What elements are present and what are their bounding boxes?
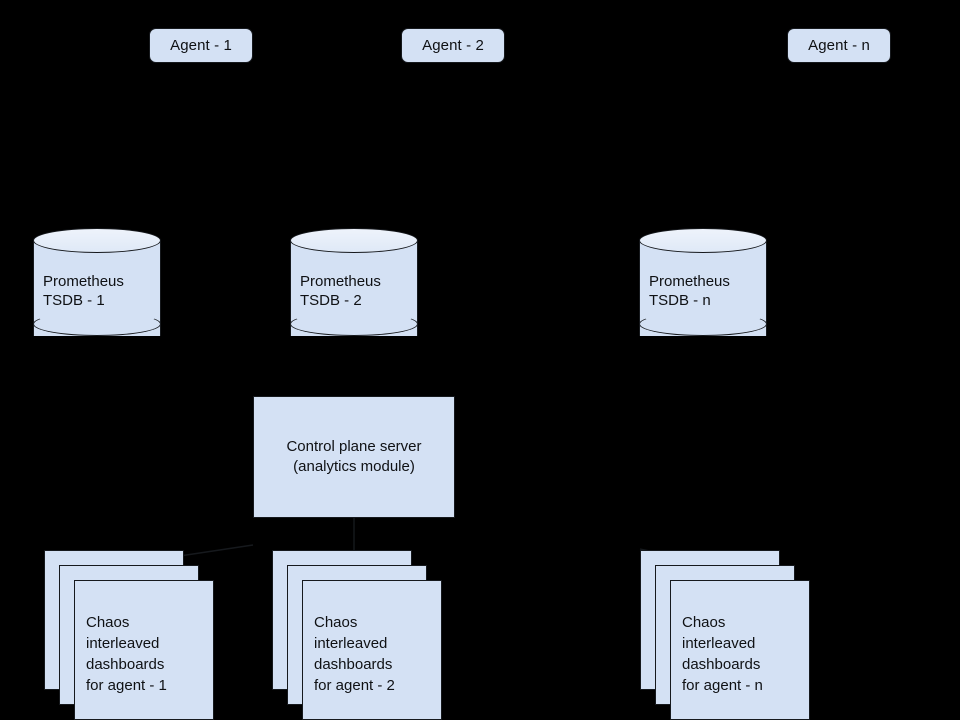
tsdb-label-2: Prometheus TSDB - 2 — [300, 272, 418, 310]
dashboard-stack-n[interactable]: Chaos interleaved dashboards for agent -… — [640, 550, 810, 720]
cylinder-bottom-ellipse — [290, 312, 418, 336]
dashboard-card-front[interactable] — [670, 580, 810, 720]
control-plane-line2: (analytics module) — [293, 458, 415, 475]
control-plane-line1: Control plane server — [286, 438, 422, 455]
cylinder-bottom-ellipse — [33, 312, 161, 336]
dashboard-stack-2[interactable]: Chaos interleaved dashboards for agent -… — [272, 550, 442, 720]
dashboard-card-front[interactable] — [74, 580, 214, 720]
dashboard-label-n: Chaos interleaved dashboards for agent -… — [682, 614, 763, 694]
tsdb-label-2-line1: Prometheus — [300, 273, 381, 290]
cylinder-bottom-ellipse — [639, 312, 767, 336]
control-plane-server-box[interactable]: Control plane server (analytics module) — [253, 396, 455, 518]
cylinder-top-ellipse — [33, 228, 161, 253]
prometheus-tsdb-cylinder-n[interactable]: Prometheus TSDB - n — [639, 228, 767, 348]
cylinder-top-ellipse — [290, 228, 418, 253]
agent-label-2: Agent - 2 — [422, 37, 484, 54]
agent-box-n[interactable]: Agent - n — [787, 28, 891, 63]
edge-agent1-to-tsdb1 — [93, 62, 201, 229]
agent-box-1[interactable]: Agent - 1 — [149, 28, 253, 63]
tsdb-label-1: Prometheus TSDB - 1 — [43, 272, 161, 310]
dashboard-stack-1[interactable]: Chaos interleaved dashboards for agent -… — [44, 550, 214, 720]
tsdb-label-2-line2: TSDB - 2 — [300, 292, 362, 309]
edge-tsdb1-to-control-plane — [96, 348, 348, 395]
prometheus-tsdb-cylinder-2[interactable]: Prometheus TSDB - 2 — [290, 228, 418, 348]
tsdb-label-n: Prometheus TSDB - n — [649, 272, 767, 310]
dashboard-label-2: Chaos interleaved dashboards for agent -… — [314, 614, 395, 694]
edge-tsdbn-to-control-plane — [360, 348, 704, 395]
agent-label-n: Agent - n — [808, 37, 870, 54]
dashboard-label-1: Chaos interleaved dashboards for agent -… — [86, 614, 167, 694]
tsdb-label-n-line1: Prometheus — [649, 273, 730, 290]
edge-agent2-to-tsdb2 — [350, 62, 453, 229]
dashboard-card-front[interactable] — [302, 580, 442, 720]
tsdb-label-1-line2: TSDB - 1 — [43, 292, 105, 309]
prometheus-tsdb-cylinder-1[interactable]: Prometheus TSDB - 1 — [33, 228, 161, 348]
cylinder-top-ellipse — [639, 228, 767, 253]
edge-agentn-to-tsdbn — [699, 62, 839, 229]
tsdb-label-n-line2: TSDB - n — [649, 292, 711, 309]
agent-label-1: Agent - 1 — [170, 37, 232, 54]
tsdb-label-1-line1: Prometheus — [43, 273, 124, 290]
agent-box-2[interactable]: Agent - 2 — [401, 28, 505, 63]
